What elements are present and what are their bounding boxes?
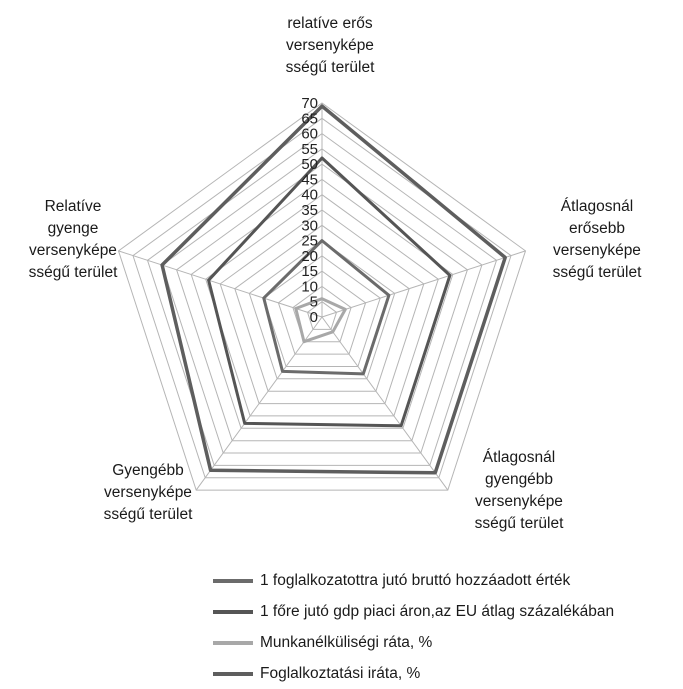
grid-ring — [176, 163, 468, 442]
axis-label-lower-left: Gyengébb versenyképe sségű terület — [103, 462, 193, 523]
legend-label: 1 főre jutó gdp piaci áron,az EU átlag s… — [260, 602, 615, 620]
tick-label: 20 — [301, 248, 318, 265]
grid-ring — [161, 148, 483, 454]
axis-spoke — [321, 316, 449, 491]
axis-label-upper-left: Relatíve gyenge versenyképe sségű terüle… — [28, 198, 118, 281]
tick-label: 0 — [310, 309, 318, 326]
legend-swatch — [213, 609, 253, 614]
legend-label: 1 foglalkozatottra jutó bruttó hozzáadot… — [260, 571, 571, 589]
tick-label: 5 — [310, 294, 318, 311]
series-line — [207, 156, 452, 428]
tick-label: 60 — [301, 126, 318, 143]
axis-label-lower-right: Átlagosnál gyengébb versenyképe sségű te… — [474, 449, 564, 532]
grid-ring — [132, 117, 512, 479]
legend-swatch — [213, 671, 253, 676]
radar-grid — [117, 102, 527, 491]
tick-label: 40 — [301, 187, 318, 204]
legend-item: 1 foglalkozatottra jutó bruttó hozzáadot… — [213, 565, 683, 596]
grid-ring — [146, 132, 498, 466]
legend-label: Munkanélküliségi ráta, % — [260, 633, 433, 651]
grid-ring — [117, 102, 527, 491]
grid-ring — [263, 255, 381, 367]
tick-label: 30 — [301, 217, 318, 234]
grid-ring — [277, 270, 367, 355]
radar-series — [160, 104, 507, 475]
grid-ring — [234, 224, 410, 392]
grid-ring — [306, 301, 338, 330]
tick-label: 25 — [301, 233, 318, 250]
legend-label: Foglalkoztatási iráta, % — [260, 664, 421, 682]
axis-spoke — [118, 250, 323, 318]
grid-ring — [205, 194, 439, 417]
legend-item: Foglalkoztatási iráta, % — [213, 658, 683, 689]
axis-label-upper-right: Átlagosnál erősebb versenyképe sségű ter… — [552, 198, 642, 281]
legend: 1 foglalkozatottra jutó bruttó hozzáadot… — [213, 565, 683, 689]
legend-swatch — [213, 640, 253, 645]
grid-ring — [248, 239, 396, 380]
series-line — [160, 104, 507, 475]
axis-spoke — [321, 250, 526, 318]
axis-spoke — [195, 316, 323, 491]
tick-label: 55 — [301, 141, 318, 158]
tick-label: 65 — [301, 110, 318, 127]
axis-label-top: relatíve erős versenyképe sségű terület — [285, 15, 375, 76]
tick-label: 15 — [301, 263, 318, 280]
legend-item: 1 főre jutó gdp piaci áron,az EU átlag s… — [213, 596, 683, 627]
grid-ring — [219, 209, 425, 405]
tick-label: 45 — [301, 171, 318, 188]
series-line — [294, 297, 347, 344]
tick-label: 70 — [301, 95, 318, 112]
series-line — [262, 239, 391, 376]
legend-item: Munkanélküliségi ráta, % — [213, 627, 683, 658]
tick-label: 50 — [301, 156, 318, 173]
legend-swatch — [213, 578, 253, 583]
tick-label: 10 — [301, 278, 318, 295]
tick-label: 35 — [301, 202, 318, 219]
grid-ring — [292, 285, 352, 343]
